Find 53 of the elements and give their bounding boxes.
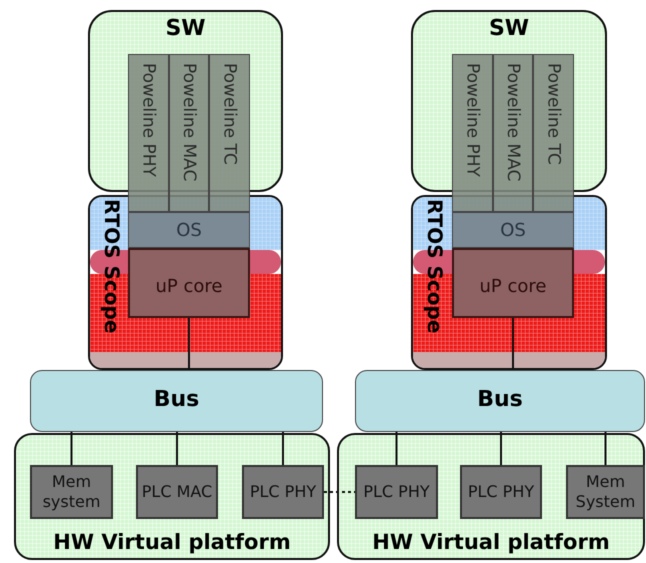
panel-label: RTOS Scope: [100, 199, 124, 334]
protocol-column: [209, 54, 250, 212]
core-box: [452, 248, 574, 318]
block-label: PLC PHY: [250, 482, 316, 502]
os-box: [128, 212, 250, 248]
panel-label: RTOS Scope: [423, 199, 447, 334]
box-label: uP core: [156, 276, 222, 297]
layer-title: SW: [488, 16, 530, 41]
column-label: Poweline TC: [220, 63, 240, 165]
protocol-column: [493, 54, 533, 212]
column-label: Poweline MAC: [503, 63, 523, 182]
panel-title: HW Virtual platform: [372, 530, 610, 554]
block-label: PLC MAC: [142, 482, 212, 502]
connector-line: [324, 491, 355, 493]
bus-label: Bus: [154, 387, 200, 412]
hardware-block: [242, 465, 324, 519]
connector-line: [70, 432, 72, 465]
box-label: uP core: [480, 276, 546, 297]
connector-line: [500, 432, 502, 465]
column-label: Poweline PHY: [138, 63, 158, 177]
protocol-column: [169, 54, 209, 212]
hardware-block: [355, 465, 438, 519]
connector-line: [282, 432, 284, 465]
block-label: PLC PHY: [468, 482, 534, 502]
protocol-column: [533, 54, 574, 212]
bus-bar: [30, 370, 323, 432]
platform-panel: [337, 433, 645, 560]
column-label: Poweline TC: [544, 63, 564, 165]
block-label: Mem system: [42, 472, 102, 512]
hardware-block: [136, 465, 218, 519]
panel-title: HW Virtual platform: [53, 530, 291, 554]
protocol-column: [452, 54, 493, 212]
connector-line: [396, 432, 398, 465]
hardware-block: [30, 465, 113, 519]
layer-title: SW: [165, 16, 206, 41]
os-box: [452, 212, 574, 248]
bus-bar: [355, 370, 645, 432]
connector-line: [188, 318, 190, 370]
column-label: Poweline PHY: [462, 63, 482, 177]
block-label: PLC PHY: [363, 482, 430, 502]
box-label: OS: [176, 220, 202, 240]
box-label: OS: [500, 220, 526, 240]
connector-line: [176, 432, 178, 465]
column-label: Poweline MAC: [179, 63, 199, 182]
connector-line: [512, 318, 514, 370]
bus-label: Bus: [477, 387, 523, 412]
protocol-column: [128, 54, 169, 212]
block-label: Mem System: [574, 472, 636, 512]
core-box: [128, 248, 250, 318]
platform-panel: [14, 433, 330, 560]
hardware-block: [566, 465, 645, 519]
connector-line: [604, 432, 606, 465]
hardware-block: [460, 465, 542, 519]
